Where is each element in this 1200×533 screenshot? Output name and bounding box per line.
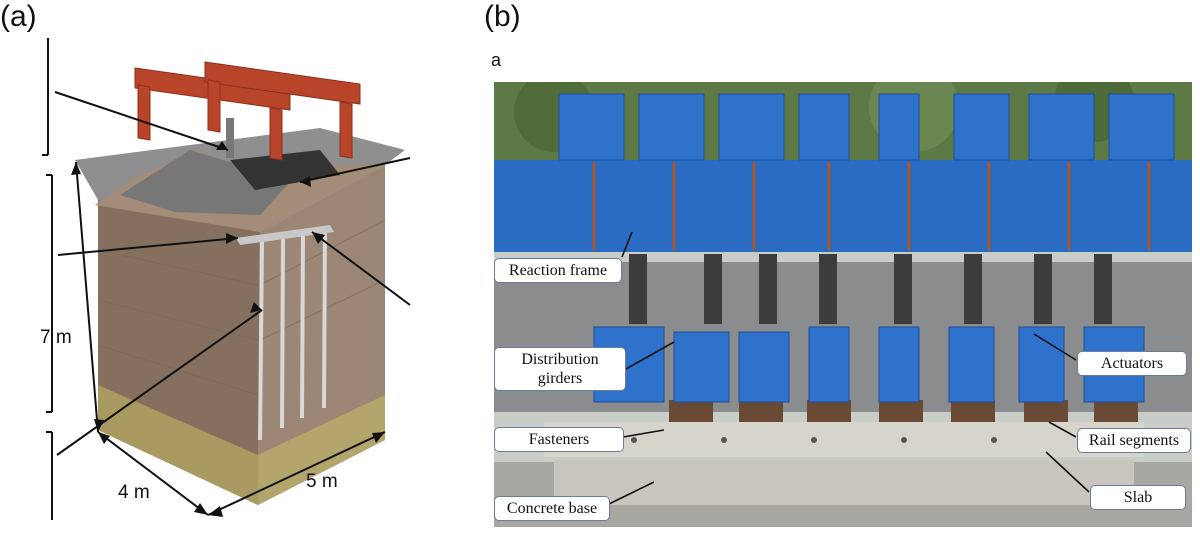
base-layer-front [98, 385, 258, 505]
left-brackets [42, 38, 53, 520]
panel-b-label: (b) [484, 0, 521, 33]
soil-box-illustration [42, 38, 411, 520]
callout-distribution-girders: Distribution girders [494, 347, 626, 391]
dimension-width: 4 m [118, 482, 150, 503]
callout-rail-segments: Rail segments [1077, 428, 1191, 453]
callout-reaction-frame: Reaction frame [494, 258, 622, 283]
panel-a-label: (a) [0, 0, 37, 33]
callout-actuators-text: Actuators [1100, 355, 1164, 372]
callout-concrete-base: Concrete base [494, 496, 610, 521]
dimension-arrowheads [71, 162, 385, 517]
dimension-depth: 7 m [40, 327, 72, 348]
callout-slab-text: Slab [1123, 489, 1153, 506]
panel-b-sublabel: a [491, 50, 502, 70]
callout-rail-segments-text: Rail segments [1088, 432, 1180, 449]
ballast-heap [120, 150, 310, 215]
callout-concrete-base-text: Concrete base [506, 500, 598, 517]
callout-fasteners: Fasteners [494, 427, 624, 452]
test-rig-drawing [494, 82, 1192, 527]
leader-lines [54, 91, 411, 456]
red-frame [134, 61, 361, 161]
dimension-length: 5 m [306, 471, 338, 492]
test-rig-photo [494, 82, 1192, 527]
callout-fasteners-text: Fasteners [528, 431, 590, 448]
piles [258, 227, 327, 441]
callout-slab: Slab [1090, 485, 1186, 510]
track-slab [230, 150, 340, 190]
callout-distribution-text-1: Distribution [521, 351, 599, 368]
dimension-lines [75, 161, 386, 516]
callout-reaction-frame-text: Reaction frame [508, 262, 608, 279]
arrow-heads [216, 141, 325, 313]
callout-actuators: Actuators [1077, 351, 1187, 376]
actuator-rod [226, 118, 234, 158]
callout-distribution-text-2: girders [537, 370, 583, 387]
pile-cap [236, 225, 334, 245]
